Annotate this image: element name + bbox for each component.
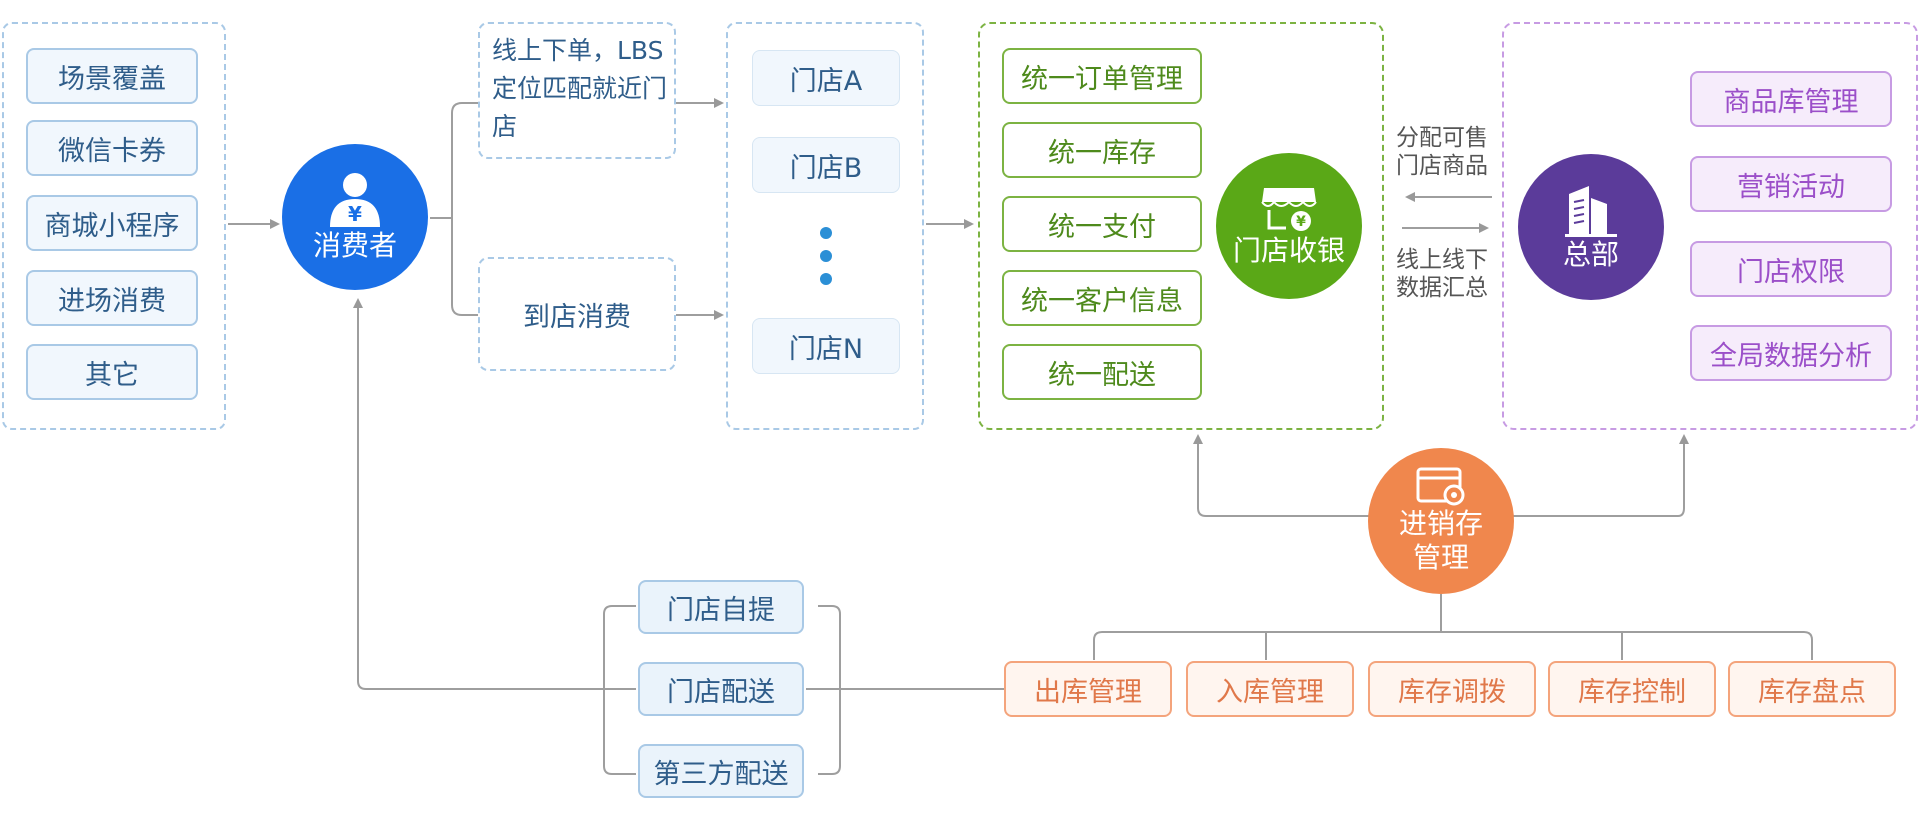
inventory-outbound: 出库管理 [1004, 661, 1172, 717]
unified-customer-info: 统一客户信息 [1002, 270, 1202, 326]
svg-text:¥: ¥ [348, 202, 362, 226]
channel-scene: 场景覆盖 [26, 48, 198, 104]
stores-group [726, 22, 924, 430]
channel-other: 其它 [26, 344, 198, 400]
channels-group [2, 22, 226, 430]
building-icon [1565, 186, 1617, 238]
storefront-yen-icon: ¥ [1261, 188, 1317, 232]
consumer-label: 消费者 [312, 229, 397, 263]
hq-marketing: 营销活动 [1690, 156, 1892, 212]
channel-instore: 进场消费 [26, 270, 198, 326]
store-n: 门店N [752, 318, 900, 374]
pos-node: ¥ 门店收银 [1216, 153, 1362, 299]
inventory-node: 进销存管理 [1368, 448, 1514, 594]
delivery-third-party: 第三方配送 [638, 744, 804, 798]
instore-text: 到店消费 [523, 302, 631, 333]
flow-from-hq-label: 线上线下数据汇总 [1396, 247, 1488, 301]
store-b: 门店B [752, 137, 900, 193]
person-yen-icon: ¥ [330, 173, 380, 228]
hq-label: 总部 [1562, 238, 1619, 272]
more-stores-ellipsis [818, 216, 834, 296]
hq-node: 总部 [1518, 154, 1664, 300]
inventory-inbound: 入库管理 [1186, 661, 1354, 717]
hq-product-library: 商品库管理 [1690, 71, 1892, 127]
hq-data-analysis: 全局数据分析 [1690, 325, 1892, 381]
online-order-text: 线上下单，LBS定位匹配就近门店 [492, 36, 668, 141]
online-order-box [478, 22, 676, 159]
channel-mini-program: 商城小程序 [26, 195, 198, 251]
inventory-control: 库存控制 [1548, 661, 1716, 717]
store-a: 门店A [752, 50, 900, 106]
inventory-transfer: 库存调拨 [1368, 661, 1536, 717]
inventory-stocktake: 库存盘点 [1728, 661, 1896, 717]
channel-wechat-coupon: 微信卡券 [26, 120, 198, 176]
unified-delivery: 统一配送 [1002, 344, 1202, 400]
delivery-self-pickup: 门店自提 [638, 580, 804, 634]
pos-label: 门店收银 [1232, 234, 1345, 268]
inventory-label: 进销存管理 [1398, 507, 1483, 574]
hq-store-permissions: 门店权限 [1690, 241, 1892, 297]
unified-inventory: 统一库存 [1002, 122, 1202, 178]
consumer-node: ¥ 消费者 [282, 144, 428, 290]
instore-box [478, 257, 676, 371]
hq-group [1502, 22, 1918, 430]
unified-payment: 统一支付 [1002, 196, 1202, 252]
unified-group [978, 22, 1384, 430]
unified-orders: 统一订单管理 [1002, 48, 1202, 104]
flow-to-hq-label: 分配可售门店商品 [1396, 125, 1488, 179]
card-gear-icon [1416, 467, 1465, 506]
svg-text:¥: ¥ [1296, 214, 1306, 230]
delivery-store: 门店配送 [638, 662, 804, 716]
